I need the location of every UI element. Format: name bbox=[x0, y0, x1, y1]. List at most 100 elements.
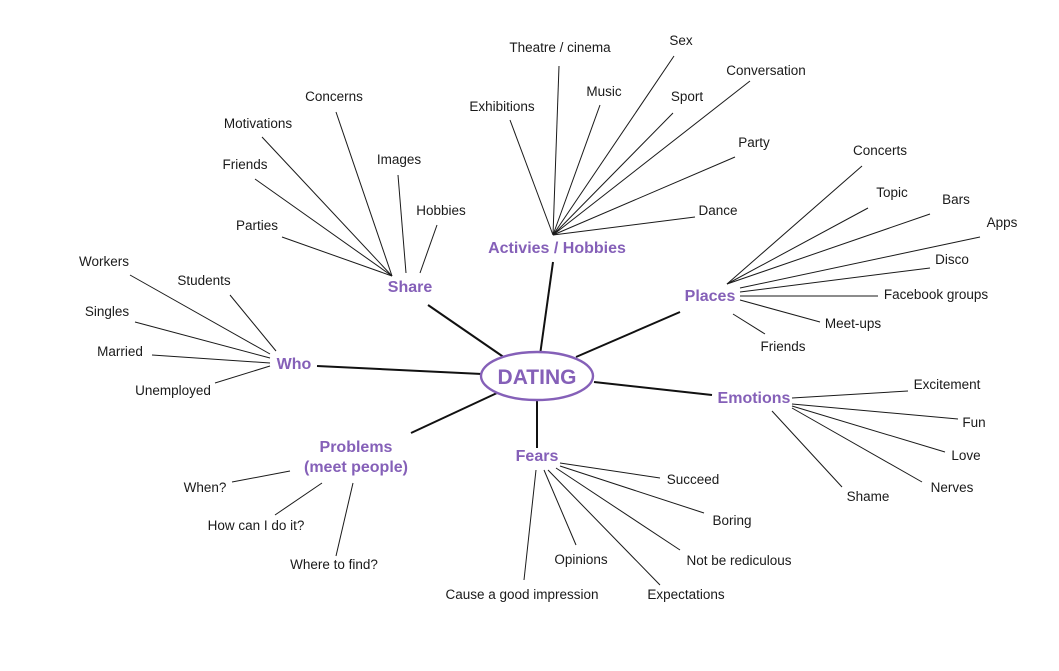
leaf-not-be-rediculous: Not be rediculous bbox=[686, 553, 791, 568]
fears-leaves: Succeed Boring Not be rediculous Opinion… bbox=[445, 472, 791, 602]
hobbies-leaves: Theatre / cinema Sex Conversation Exhibi… bbox=[469, 33, 805, 218]
line-married bbox=[151, 354, 271, 364]
hobbies-leaf-lines bbox=[509, 55, 751, 236]
connector-places bbox=[575, 311, 681, 358]
share-leaf-lines bbox=[254, 111, 438, 277]
leaf-where: Where to find? bbox=[290, 557, 378, 572]
line-excitement bbox=[791, 390, 909, 399]
line-students bbox=[229, 294, 277, 352]
line-hobbies bbox=[419, 224, 438, 274]
leaf-motivations: Motivations bbox=[224, 116, 293, 131]
emotions-leaves: Excitement Fun Love Nerves Shame bbox=[847, 377, 986, 504]
places-leaves: Concerts Topic Bars Apps Disco Facebook … bbox=[760, 143, 1017, 354]
line-impression bbox=[523, 469, 537, 581]
leaf-music: Music bbox=[586, 84, 622, 99]
who-leaf-lines bbox=[129, 274, 277, 384]
leaf-singles: Singles bbox=[85, 304, 130, 319]
leaf-unemployed: Unemployed bbox=[135, 383, 211, 398]
branch-problems-label-line2: (meet people) bbox=[304, 459, 408, 476]
line-friends bbox=[254, 178, 393, 277]
line-sex bbox=[552, 55, 675, 236]
leaf-topic: Topic bbox=[876, 185, 908, 200]
line-parties bbox=[281, 236, 393, 277]
leaf-disco: Disco bbox=[935, 252, 969, 267]
line-unemployed bbox=[214, 365, 271, 384]
line-love bbox=[791, 405, 946, 453]
leaf-sport: Sport bbox=[671, 89, 704, 104]
leaf-images: Images bbox=[377, 152, 422, 167]
line-exhibitions bbox=[509, 119, 554, 236]
line-bars bbox=[726, 213, 931, 285]
leaf-bars: Bars bbox=[942, 192, 970, 207]
line-music bbox=[552, 104, 601, 236]
leaf-theatre: Theatre / cinema bbox=[509, 40, 611, 55]
fears-leaf-lines bbox=[523, 462, 705, 586]
leaf-cause-good-impression: Cause a good impression bbox=[445, 587, 598, 602]
connector-problems bbox=[410, 392, 498, 434]
leaf-concerns: Concerns bbox=[305, 89, 363, 104]
line-expectations bbox=[547, 469, 661, 586]
leaf-sex: Sex bbox=[669, 33, 693, 48]
leaf-parties: Parties bbox=[236, 218, 278, 233]
leaf-apps: Apps bbox=[987, 215, 1018, 230]
connector-who bbox=[316, 365, 483, 375]
line-succeed bbox=[559, 462, 661, 479]
line-concerts bbox=[726, 165, 863, 285]
line-apps bbox=[739, 236, 981, 289]
places-leaf-lines bbox=[726, 165, 981, 335]
branch-emotions-label: Emotions bbox=[718, 390, 791, 407]
leaf-hobbies: Hobbies bbox=[416, 203, 466, 218]
branch-share-label: Share bbox=[388, 279, 433, 296]
line-conversation bbox=[552, 80, 751, 236]
line-fun bbox=[791, 403, 959, 420]
branch-problems-label-line1: Problems bbox=[320, 439, 393, 456]
line-shame bbox=[771, 410, 843, 488]
leaf-shame: Shame bbox=[847, 489, 890, 504]
center-ellipse bbox=[479, 350, 595, 402]
leaf-how: How can I do it? bbox=[208, 518, 305, 533]
line-nerves bbox=[791, 407, 923, 483]
connector-emotions bbox=[593, 381, 713, 396]
branch-who-label: Who bbox=[277, 356, 312, 373]
share-leaves: Concerns Motivations Images Friends Hobb… bbox=[222, 89, 466, 233]
line-disco bbox=[739, 267, 931, 293]
leaf-party: Party bbox=[738, 135, 770, 150]
leaf-workers: Workers bbox=[79, 254, 129, 269]
line-meetups bbox=[739, 299, 821, 323]
leaf-dance: Dance bbox=[698, 203, 737, 218]
branch-fears-label: Fears bbox=[516, 448, 559, 465]
leaf-exhibitions: Exhibitions bbox=[469, 99, 535, 114]
line-how bbox=[274, 482, 323, 516]
problems-leaves: When? How can I do it? Where to find? bbox=[184, 480, 378, 572]
leaf-students: Students bbox=[177, 273, 231, 288]
line-friends-places bbox=[732, 313, 766, 335]
branch-places-label: Places bbox=[685, 288, 736, 305]
line-where bbox=[335, 482, 354, 557]
leaf-opinions: Opinions bbox=[554, 552, 608, 567]
leaf-expectations: Expectations bbox=[647, 587, 725, 602]
leaf-boring: Boring bbox=[712, 513, 751, 528]
leaf-succeed: Succeed bbox=[667, 472, 720, 487]
connector-share bbox=[427, 304, 506, 359]
leaf-friends-share: Friends bbox=[222, 157, 267, 172]
line-opinions bbox=[543, 469, 577, 546]
center-node: DATING bbox=[479, 350, 595, 402]
connector-hobbies bbox=[539, 261, 554, 356]
line-workers bbox=[129, 274, 271, 355]
line-theatre bbox=[552, 65, 560, 236]
line-rediculous bbox=[555, 467, 681, 551]
leaf-married: Married bbox=[97, 344, 143, 359]
leaf-facebook-groups: Facebook groups bbox=[884, 287, 989, 302]
line-images bbox=[397, 174, 407, 274]
line-concerns bbox=[335, 111, 393, 277]
line-motivations bbox=[261, 136, 393, 277]
main-connectors bbox=[316, 261, 713, 448]
problems-leaf-lines bbox=[231, 470, 354, 557]
leaf-concerts: Concerts bbox=[853, 143, 907, 158]
leaf-when: When? bbox=[184, 480, 227, 495]
line-sport bbox=[552, 112, 674, 236]
leaf-nerves: Nerves bbox=[931, 480, 974, 495]
line-topic bbox=[726, 207, 869, 285]
center-label: DATING bbox=[498, 366, 577, 389]
